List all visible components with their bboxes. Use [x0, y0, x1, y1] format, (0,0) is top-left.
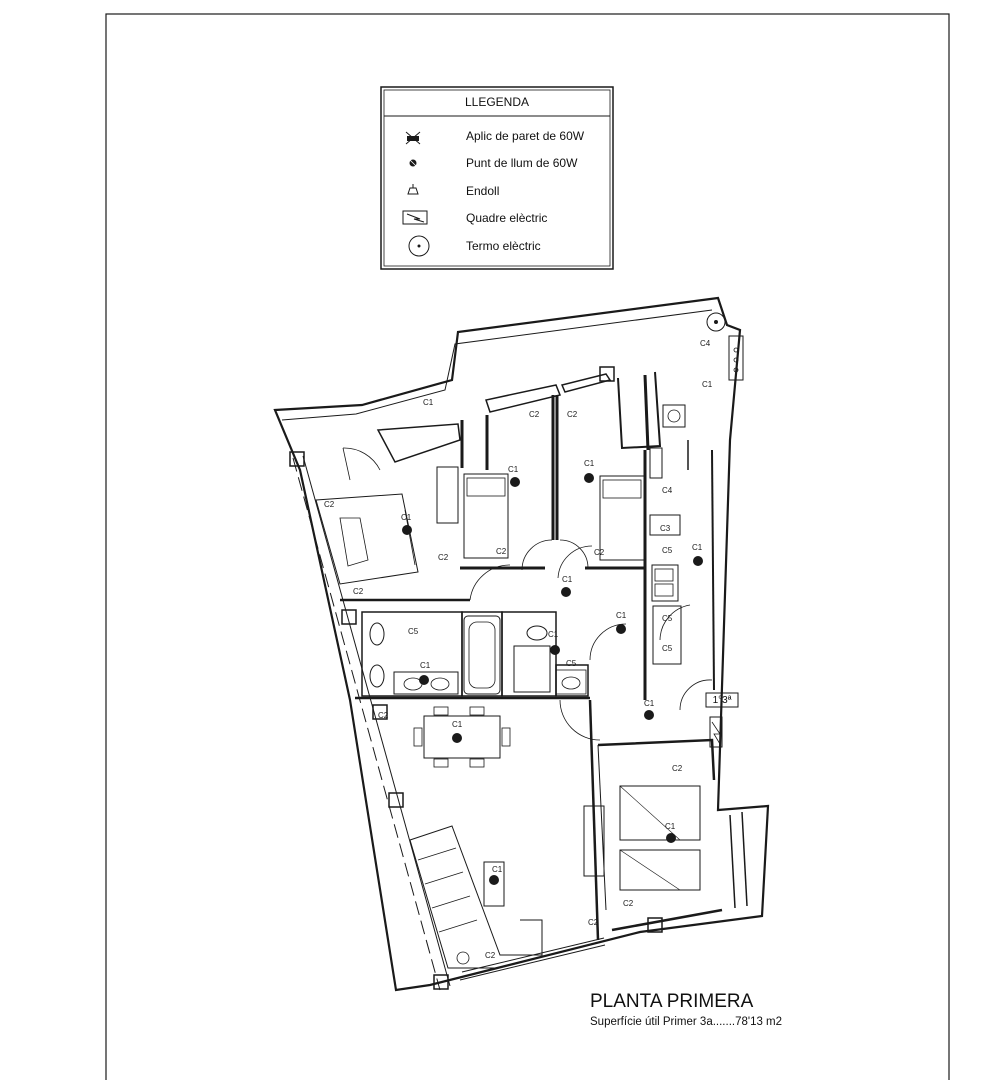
- legend-box: [380, 86, 614, 270]
- svg-text:C2: C2: [378, 711, 389, 720]
- svg-text:C1: C1: [423, 398, 434, 407]
- svg-text:C2: C2: [567, 410, 578, 419]
- floor-plan: [273, 296, 770, 992]
- legend-title: LLEGENDA: [464, 95, 530, 109]
- svg-text:C2: C2: [623, 899, 634, 908]
- socket-icon: [407, 184, 419, 195]
- legend-label-water-heater: Termo elèctric: [466, 239, 541, 253]
- svg-text:C2: C2: [353, 587, 364, 596]
- level-label: 1°3ª: [712, 695, 732, 706]
- svg-text:C2: C2: [529, 410, 540, 419]
- svg-text:C1: C1: [562, 575, 573, 584]
- electric-panel-icon: [402, 210, 428, 225]
- svg-text:C5: C5: [566, 659, 577, 668]
- water-heater-icon: [408, 235, 430, 257]
- plan-ceiling-lights: [402, 473, 703, 885]
- plan-circuit-labels: C1 C2 C2 C4 C1 C2 C1 C2 C1 C1 C2 C2 C4 C…: [324, 339, 713, 960]
- svg-text:C1: C1: [452, 720, 463, 729]
- legend-label-ceiling-light: Punt de llum de 60W: [466, 156, 578, 170]
- svg-text:C2: C2: [324, 500, 335, 509]
- svg-text:C5: C5: [662, 614, 673, 623]
- plan-title: PLANTA PRIMERA: [590, 991, 754, 1012]
- svg-text:C1: C1: [616, 611, 627, 620]
- svg-text:C5: C5: [408, 627, 419, 636]
- svg-text:C5: C5: [662, 546, 673, 555]
- svg-text:C2: C2: [588, 918, 599, 927]
- svg-text:C1: C1: [401, 513, 412, 522]
- legend-label-wall-light: Aplic de paret de 60W: [466, 129, 585, 143]
- svg-text:C1: C1: [420, 661, 431, 670]
- ceiling-light-icon: [408, 158, 418, 168]
- sheet-border: [105, 13, 950, 1080]
- svg-text:C1: C1: [508, 465, 519, 474]
- svg-text:C2: C2: [438, 553, 449, 562]
- svg-text:C1: C1: [665, 822, 676, 831]
- svg-text:C5: C5: [662, 644, 673, 653]
- wall-light-icon: [405, 131, 421, 145]
- svg-text:C1: C1: [584, 459, 595, 468]
- svg-text:C2: C2: [485, 951, 496, 960]
- svg-text:C1: C1: [702, 380, 713, 389]
- svg-text:C1: C1: [692, 543, 703, 552]
- legend-label-socket: Endoll: [466, 184, 500, 198]
- plan-subtitle: Superfície útil Primer 3a.......78'13 m2: [590, 1016, 783, 1028]
- svg-text:C4: C4: [662, 486, 673, 495]
- svg-text:C2: C2: [496, 547, 507, 556]
- svg-text:C1: C1: [644, 699, 655, 708]
- svg-text:C1: C1: [492, 865, 503, 874]
- svg-text:C4: C4: [700, 339, 711, 348]
- svg-text:C3: C3: [660, 524, 671, 533]
- svg-text:C2: C2: [594, 548, 605, 557]
- svg-text:C1: C1: [548, 630, 559, 639]
- svg-text:C2: C2: [672, 764, 683, 773]
- legend-label-electric-panel: Quadre elèctric: [466, 211, 548, 225]
